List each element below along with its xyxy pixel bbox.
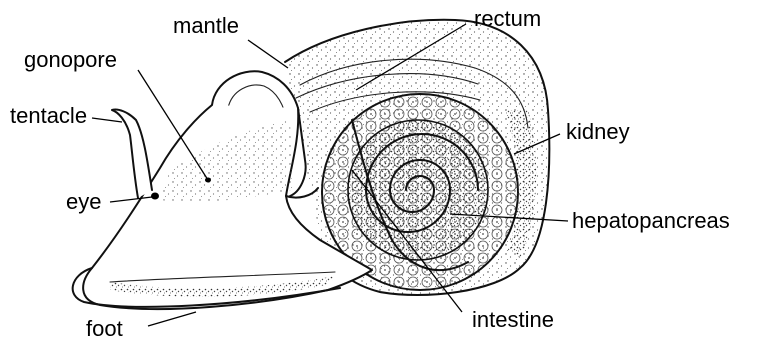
label-tentacle: tentacle [10,103,87,128]
label-intestine: intestine [472,307,554,332]
label-eye: eye [66,189,101,214]
hepatopancreas-region [348,120,488,260]
label-mantle: mantle [173,13,239,38]
leader-mantle [248,40,288,68]
eye-dot [151,193,159,200]
label-foot: foot [86,316,123,341]
leader-foot [148,312,196,326]
label-kidney: kidney [566,119,630,144]
tentacle-shape [112,109,152,198]
label-hepatopancreas: hepatopancreas [572,208,730,233]
label-rectum: rectum [474,6,541,31]
leader-tentacle [92,118,122,122]
label-gonopore: gonopore [24,47,117,72]
